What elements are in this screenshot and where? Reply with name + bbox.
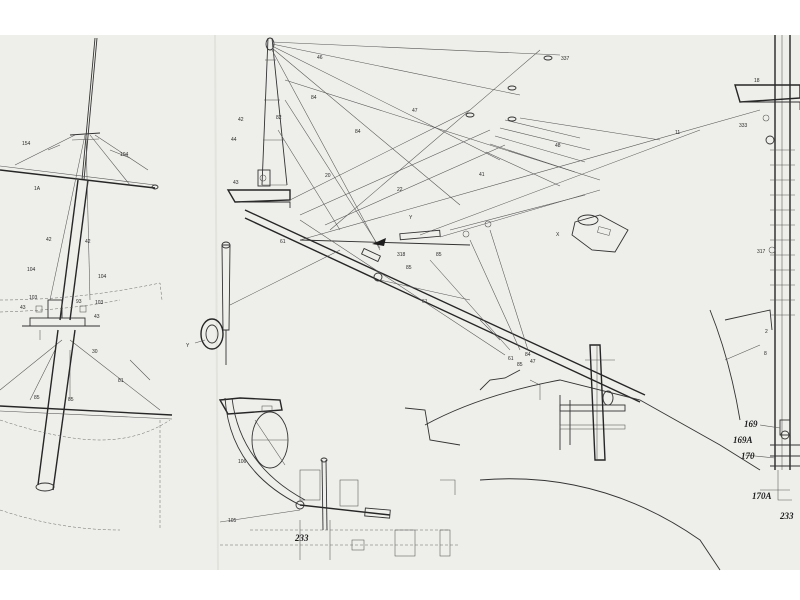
label-42-left: 42: [46, 237, 52, 243]
label-y-center: Y: [409, 215, 413, 221]
label-22: 22: [397, 187, 403, 193]
label-y-pulley: Y: [186, 343, 190, 349]
label-30: 30: [92, 349, 98, 355]
label-61-a: 61: [280, 239, 286, 245]
label-333: 333: [739, 123, 748, 129]
label-43-right: 43: [94, 314, 100, 320]
bowsprit-drawing: [226, 37, 761, 403]
label-169a: 169A: [733, 435, 753, 445]
label-82: 82: [276, 115, 282, 121]
label-85-b: 85: [68, 397, 74, 403]
left-mast-drawing: [0, 37, 173, 531]
label-20: 20: [325, 173, 331, 179]
label-105: 105: [228, 518, 237, 524]
paper-background: [0, 35, 800, 570]
label-43-left: 43: [20, 305, 26, 311]
label-84-b: 84: [355, 129, 361, 135]
label-81: 81: [118, 378, 124, 384]
label-47: 47: [412, 108, 418, 114]
label-93: 93: [76, 299, 82, 305]
davit-detail: [218, 397, 460, 546]
label-61-c: 61: [508, 356, 514, 362]
label-85-a: 85: [34, 395, 40, 401]
label-104-left: 104: [27, 267, 36, 273]
label-104-top: 104: [120, 152, 129, 158]
label-43-center: 43: [233, 180, 239, 186]
label-85-c: 85: [406, 265, 412, 271]
hull-profile: [299, 309, 773, 571]
right-mast-drawing: [734, 35, 800, 501]
label-106: 106: [238, 459, 247, 465]
label-103-left: 103: [29, 295, 38, 301]
label-85-d: 85: [436, 252, 442, 258]
label-48: 48: [555, 143, 561, 149]
label-x: X: [556, 232, 560, 238]
paper-fold: [214, 34, 219, 571]
label-42-center: 42: [238, 117, 244, 123]
label-2: 2: [765, 329, 768, 335]
label-41: 41: [479, 172, 485, 178]
label-47-b: 47: [530, 359, 536, 365]
label-154: 154: [22, 141, 31, 147]
label-44: 44: [231, 137, 237, 143]
label-318: 318: [397, 252, 406, 258]
label-18: 18: [754, 78, 760, 84]
label-170: 170: [741, 451, 755, 461]
label-170a: 170A: [752, 491, 772, 501]
label-233-right: 233: [779, 511, 794, 521]
pulley-detail: [194, 241, 231, 365]
label-84-a: 84: [311, 95, 317, 101]
label-233-bottom: 233: [294, 533, 309, 543]
label-104-right: 104: [98, 274, 107, 280]
label-61-b: 61: [422, 299, 428, 305]
label-46: 46: [317, 55, 323, 61]
label-337-top: 337: [561, 56, 570, 62]
label-11: 11: [675, 130, 680, 136]
label-1a: 1A: [34, 186, 41, 192]
label-169: 169: [744, 419, 758, 429]
label-84-c: 84: [525, 352, 531, 358]
label-85-e: 85: [517, 362, 523, 368]
label-8: 8: [764, 351, 767, 357]
label-42-right: 42: [85, 239, 91, 245]
label-103-right: 103: [95, 300, 104, 306]
label-317: 317: [757, 249, 766, 255]
